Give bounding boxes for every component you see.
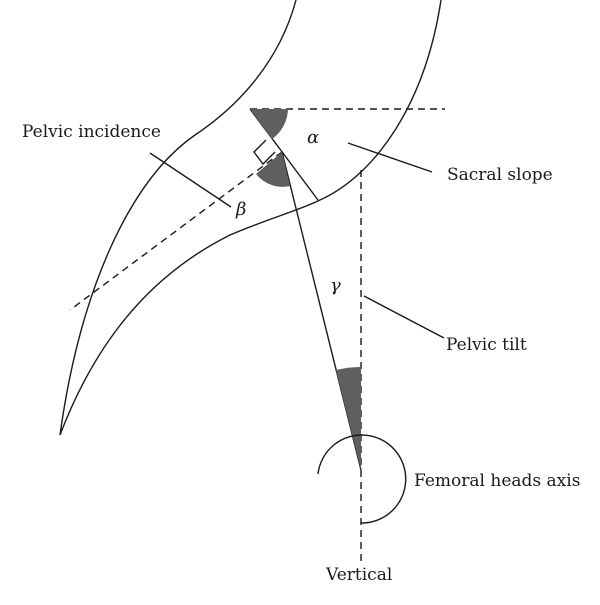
femoral-heads-axis-label: Femoral heads axis	[414, 471, 580, 491]
vertical-label: Vertical	[325, 565, 392, 585]
femoral-head-arc	[317, 434, 407, 524]
alpha-label: α	[307, 127, 319, 148]
pelvic-incidence-leader	[149, 152, 232, 208]
gamma-label: γ	[330, 275, 341, 296]
pelvic-incidence-label: Pelvic incidence	[22, 122, 161, 142]
sacral-slope-label: Sacral slope	[447, 165, 553, 185]
endplate-perpendicular-line	[69, 151, 283, 311]
pelvic-tilt-label: Pelvic tilt	[446, 335, 527, 355]
pelvic-incidence-angle-wedge	[256, 152, 290, 187]
pelvic-tilt-leader	[363, 295, 445, 339]
sacral-slope-leader	[347, 142, 433, 173]
right-angle-marker	[253, 139, 276, 166]
sacral-slope-angle-wedge	[250, 109, 288, 139]
beta-label: β	[235, 199, 246, 220]
pelvic-tilt-angle-wedge	[336, 366, 361, 470]
sacrum-outline	[59, 0, 442, 436]
